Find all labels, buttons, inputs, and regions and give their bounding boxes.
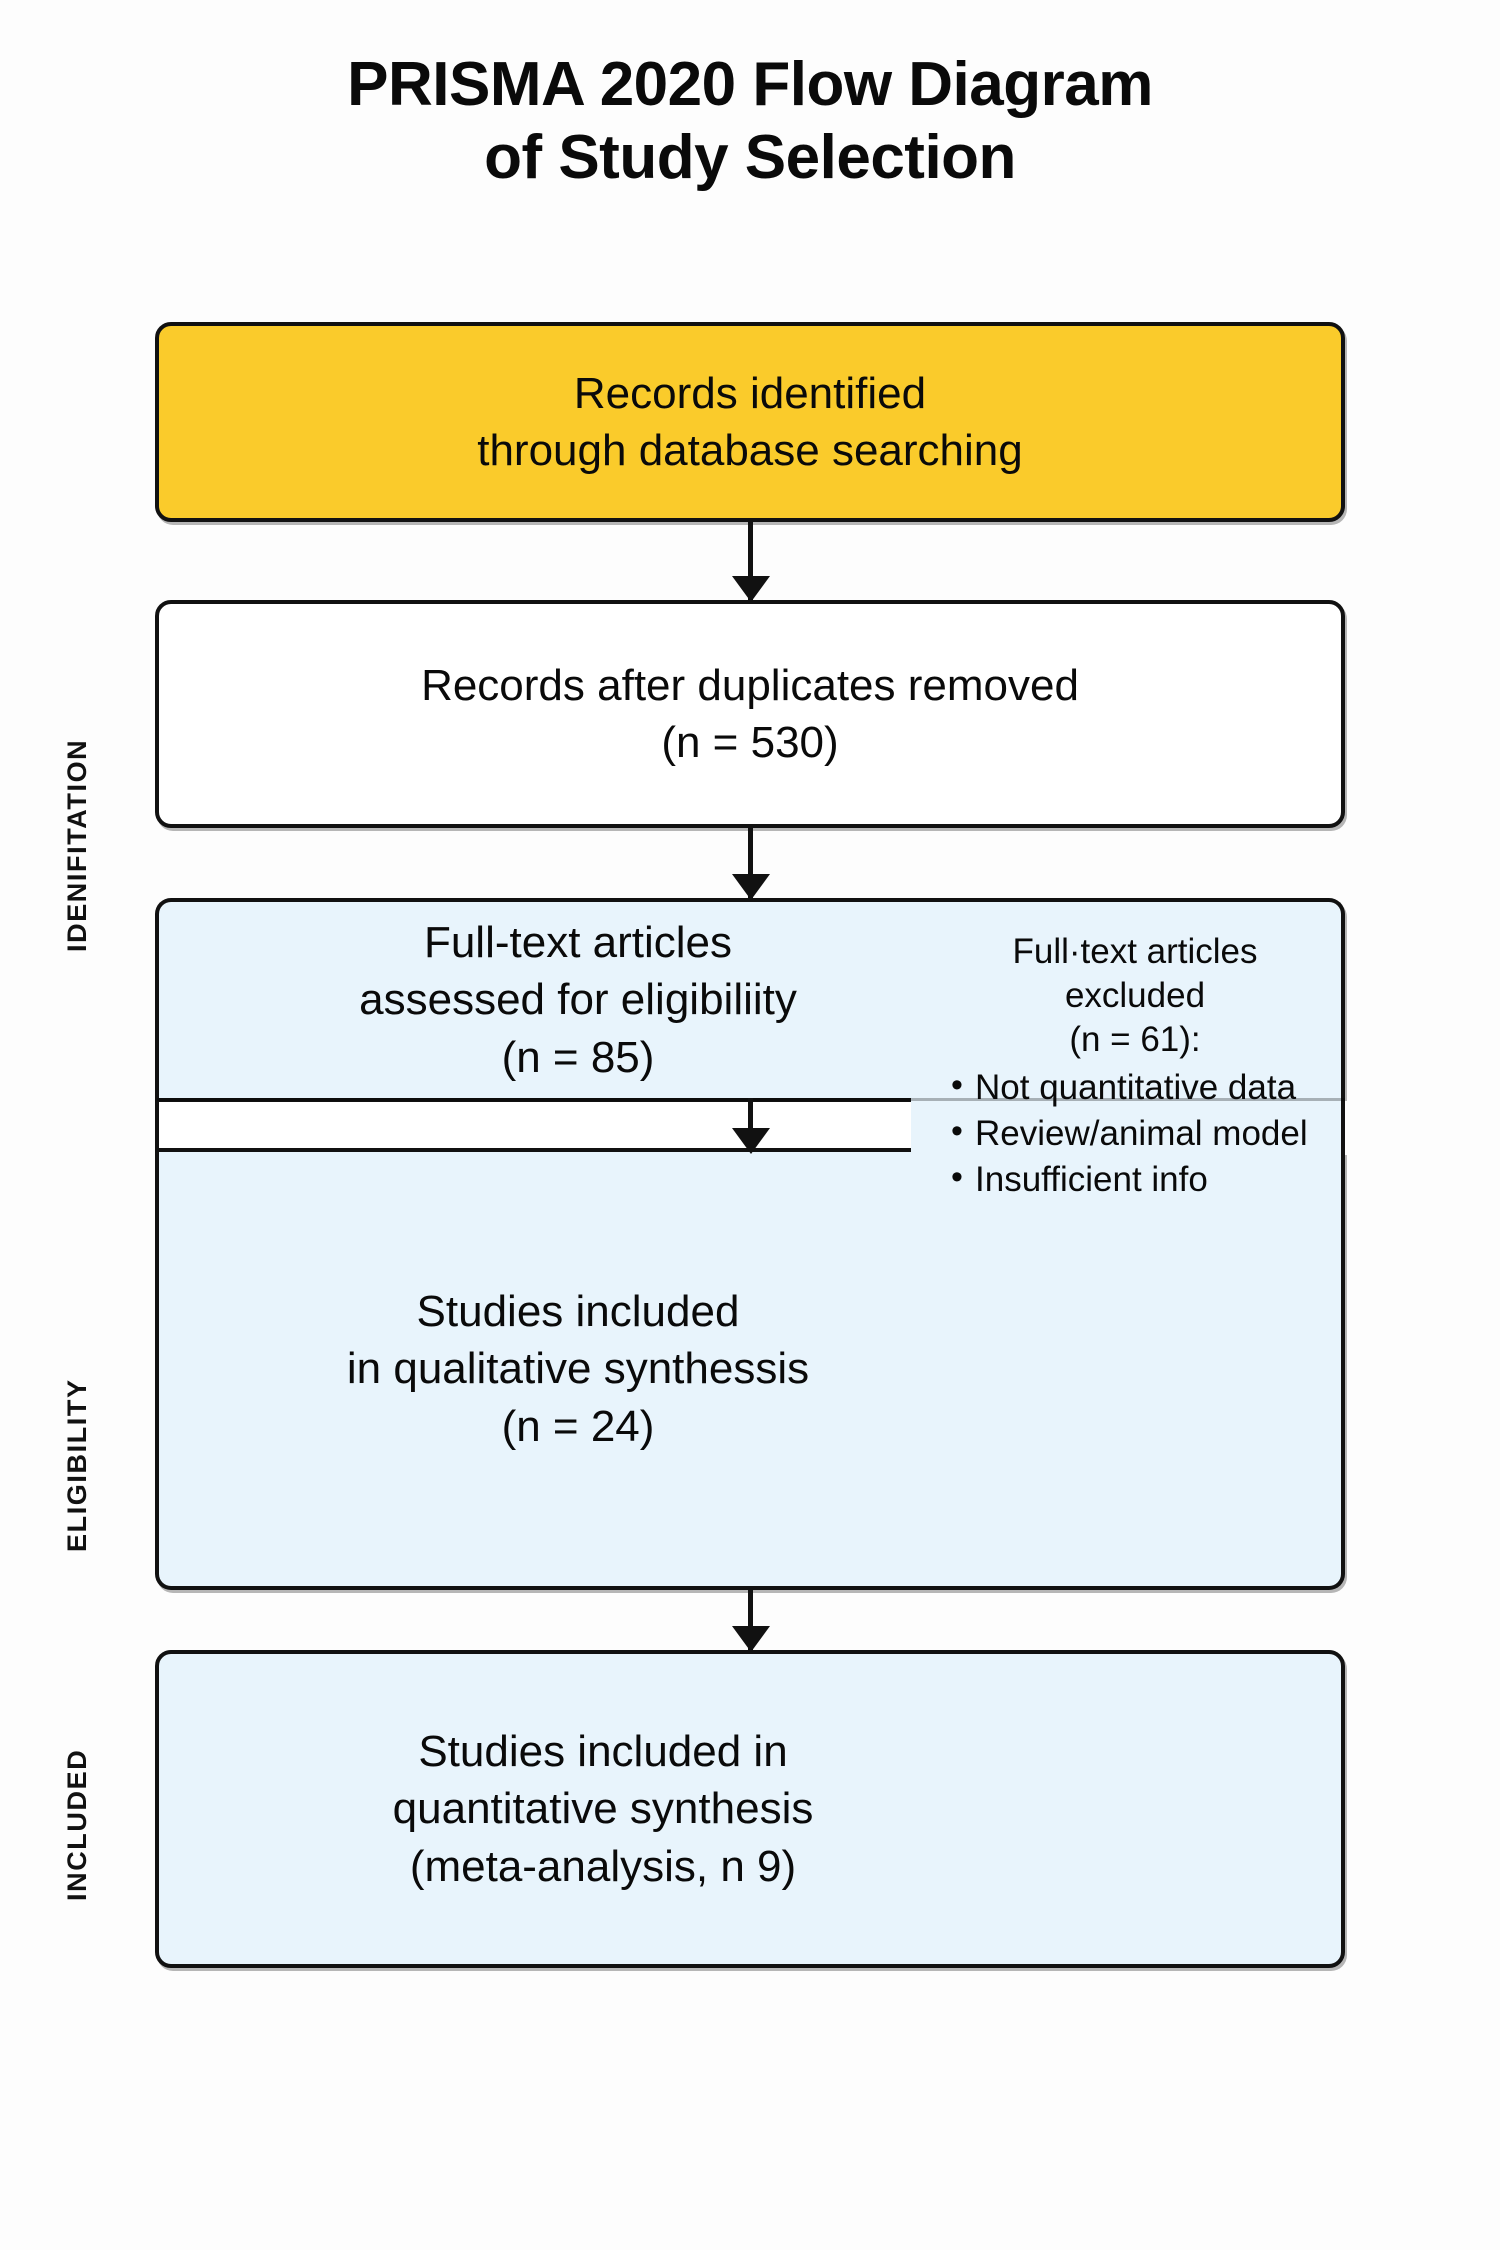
- box-qualitative-synthesis: Studies included in qualitative synthess…: [155, 1152, 1345, 1590]
- box-records-identified: Records identified through database sear…: [155, 322, 1345, 522]
- box-fulltext-assessed: Full-text articles assessed for eligibil…: [155, 898, 1345, 1098]
- box-qualitative-synthesis-count: (n = 24): [501, 1401, 655, 1451]
- stage-label-included: INCLUDED: [62, 1748, 92, 1902]
- exclusion-reason-item: • Review/animal model: [945, 1112, 1325, 1156]
- exclusion-reason-label: Insufficient info: [975, 1160, 1208, 1200]
- arrow-duplicates-to-eligibility: [731, 828, 770, 900]
- box-qualitative-synthesis-line-1: Studies included: [416, 1287, 740, 1337]
- exclusion-panel-heading-line-2: excluded: [1064, 976, 1206, 1016]
- box-fulltext-assessed-count: (n = 85): [501, 1032, 655, 1082]
- page-title-line-2: of Study Selection: [484, 123, 1016, 193]
- box-records-identified-line-1: Records identified: [573, 368, 927, 418]
- exclusion-panel-count: (n = 61):: [1069, 1020, 1201, 1060]
- bullet-icon: •: [951, 1066, 963, 1105]
- box-quantitative-synthesis: Studies included in quantitative synthes…: [155, 1650, 1345, 1968]
- box-quantitative-synthesis-line-2: quantitative synthesis: [392, 1784, 814, 1834]
- page-title-line-1: PRISMA 2020 Flow Diagram: [347, 50, 1153, 119]
- blue-region-connector-left-edge: [155, 1094, 159, 1156]
- arrow-identified-to-duplicates: [731, 522, 770, 602]
- arrowhead-down-icon: [731, 874, 770, 900]
- exclusion-reasons-list: • Not quantitative data • Review/animal …: [945, 1066, 1325, 1202]
- arrow-qualitative-to-quantitative: [731, 1590, 770, 1652]
- arrowhead-down-icon: [731, 1128, 770, 1154]
- stage-label-eligibility: ELIGIBILITY: [62, 1378, 92, 1552]
- arrow-eligibility-to-qualitative: [731, 1098, 770, 1154]
- box-quantitative-synthesis-line-1: Studies included in: [418, 1727, 788, 1777]
- exclusion-reason-item: • Insufficient info: [945, 1158, 1325, 1202]
- exclusion-reason-label: Review/animal model: [975, 1114, 1308, 1154]
- box-qualitative-synthesis-line-2: in qualitative synthessis: [346, 1344, 810, 1394]
- box-fulltext-assessed-line-1: Full-text articles: [423, 918, 733, 968]
- page-title: PRISMA 2020 Flow Diagram of Study Select…: [0, 48, 1500, 194]
- arrowhead-down-icon: [731, 576, 770, 602]
- bullet-icon: •: [951, 1112, 963, 1151]
- box-records-after-duplicates-line-1: Records after duplicates removed: [421, 660, 1079, 710]
- box-records-identified-line-2: through database searching: [477, 426, 1023, 475]
- box-fulltext-assessed-line-2: assessed for eligibiliity: [359, 975, 797, 1025]
- box-records-after-duplicates: Records after duplicates removed (n = 53…: [155, 600, 1345, 828]
- exclusion-reasons-panel: Full·text articles excluded (n = 61): • …: [945, 930, 1325, 1203]
- exclusion-reason-item: • Not quantitative data: [945, 1066, 1325, 1110]
- arrowhead-down-icon: [731, 1626, 770, 1652]
- exclusion-panel-heading: Full·text articles excluded (n = 61):: [945, 930, 1325, 1062]
- stage-label-identification: IDENIFITATION: [62, 738, 92, 952]
- exclusion-reason-label: Not quantitative data: [975, 1068, 1297, 1108]
- bullet-icon: •: [951, 1158, 963, 1197]
- box-quantitative-synthesis-count: (meta-analysis, n 9): [409, 1841, 797, 1891]
- blue-region-connector-right-edge: [1341, 1094, 1345, 1156]
- box-records-after-duplicates-count: (n = 530): [661, 718, 839, 767]
- exclusion-panel-heading-line-1: Full·text articles: [1012, 932, 1258, 971]
- channel-between-eligibility-and-qualitative: [159, 1098, 911, 1152]
